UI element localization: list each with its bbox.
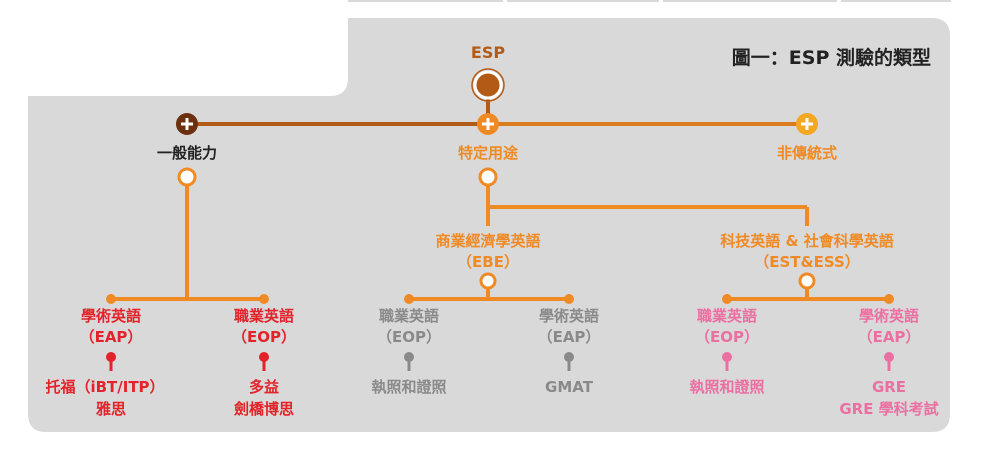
general-label: 一般能力 — [156, 144, 218, 162]
general-eop-abbr: （EOP） — [232, 328, 296, 346]
general-open-node — [177, 167, 197, 187]
est-eap-dot — [884, 294, 894, 304]
est-label: 科技英語 & 社會科學英語 — [720, 232, 894, 250]
est-abbr: （EST&ESS） — [754, 253, 860, 271]
est-eap-test-1: GRE — [871, 378, 907, 396]
ebe-open-node — [479, 272, 497, 290]
ebe-abbr: （EBE） — [457, 253, 519, 271]
ebe-eap-pin — [564, 352, 574, 371]
est-eap-test-2: GRE 學科考試 — [839, 400, 939, 418]
general-eap-pin — [106, 352, 116, 371]
general-eop-dot — [259, 294, 269, 304]
ebe-label: 商業經濟學英語 — [435, 232, 541, 250]
general-eop-label: 職業英語 — [233, 307, 295, 325]
est-eap-pin — [884, 352, 894, 371]
est-eop-pin — [722, 352, 732, 371]
ebe-eop-dot — [404, 294, 414, 304]
ebe-eop-pin — [404, 352, 414, 371]
nontraditional-plus-node — [796, 113, 818, 135]
ebe-eop-abbr: （EOP） — [377, 328, 441, 346]
est-eop-abbr: （EOP） — [695, 328, 759, 346]
general-eap-test-2: 雅思 — [95, 400, 127, 418]
nontraditional-label: 非傳統式 — [776, 144, 838, 162]
general-eap-test-1: 托福（iBT/ITP） — [45, 378, 165, 396]
root-label: ESP — [470, 43, 506, 62]
est-eop-label: 職業英語 — [696, 307, 758, 325]
specific-open-node — [478, 167, 498, 187]
est-eap-abbr: （EAP） — [857, 328, 921, 346]
ebe-eap-abbr: （EAP） — [537, 328, 601, 346]
top-divider-1 — [348, 0, 503, 2]
general-eap-abbr: （EAP） — [79, 328, 143, 346]
ebe-eop-label: 職業英語 — [378, 307, 440, 325]
general-eop-test-1: 多益 — [248, 378, 280, 396]
ebe-eap-test: GMAT — [545, 378, 593, 396]
diagram-title: 圖一：ESP 測驗的類型 — [731, 47, 931, 69]
specific-label: 特定用途 — [457, 144, 519, 162]
est-eop-dot — [722, 294, 732, 304]
general-eop-pin — [259, 352, 269, 371]
root-node-ring — [471, 68, 505, 102]
top-divider-3 — [663, 0, 837, 2]
est-eop-test: 執照和證照 — [689, 378, 765, 396]
ebe-eop-test: 執照和證照 — [371, 378, 447, 396]
general-plus-node — [176, 113, 198, 135]
est-eap-label: 學術英語 — [858, 307, 920, 325]
root-node — [473, 70, 503, 100]
general-eap-dot — [106, 294, 116, 304]
ebe-eap-label: 學術英語 — [538, 307, 600, 325]
general-eop-test-2: 劍橋博思 — [233, 400, 295, 418]
general-eap-label: 學術英語 — [80, 307, 142, 325]
top-divider-4 — [841, 0, 951, 2]
ebe-eap-dot — [564, 294, 574, 304]
specific-plus-node — [477, 113, 499, 135]
top-divider-2 — [507, 0, 659, 2]
est-open-node — [798, 272, 816, 290]
